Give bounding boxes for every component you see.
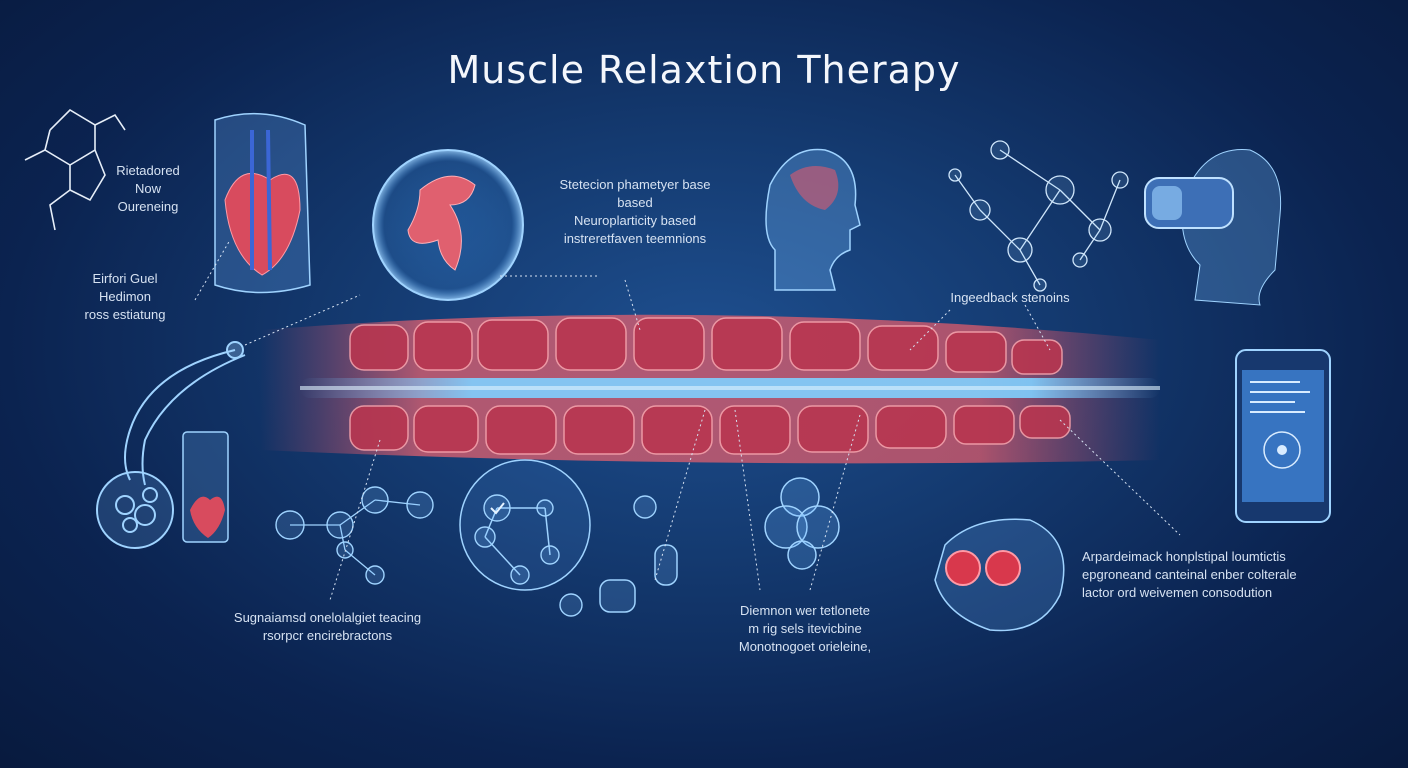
label-line: Neuroplarticity based (573, 213, 697, 228)
label-line: based (617, 195, 653, 210)
molecule-icon (24, 108, 126, 231)
label-line: Diemnon wer tetlonete (739, 603, 871, 618)
label-effect: Eirfori Guel Hedimon ross estiatung (65, 270, 185, 324)
heart-eyes-icon (934, 518, 1065, 632)
page-title: Muscle Relaxtion Therapy (447, 48, 961, 92)
label-chemical: Rietadored Now Oureneing (98, 162, 198, 216)
check-node-icon (459, 459, 678, 617)
label-bottom-center: Diemnon wer tetlonete m rig sels itevicb… (715, 602, 895, 656)
label-bottom-left: Sugnaiamsd onelolalgiet teacing rsorpcr … (205, 609, 450, 645)
torso-heart-icon (214, 112, 311, 294)
smartphone-icon (1235, 349, 1331, 523)
network-nodes-icon (275, 486, 434, 585)
leader-lines (194, 239, 1181, 601)
label-line: Now (134, 181, 161, 196)
label-line: Hedimon (98, 289, 152, 304)
label-line: Rietadored (116, 163, 180, 178)
label-line: instreretfaven teemnions (563, 231, 707, 246)
label-line: epgroneand canteinal enber colterale (1082, 567, 1297, 582)
cell-division-icon (764, 477, 840, 570)
catheter-icon (96, 341, 246, 549)
test-tube-heart-icon (182, 431, 229, 543)
label-line: Arpardeimack honplstipal loumtictis (1082, 549, 1286, 564)
label-bottom-right: Arpardeimack honplstipal loumtictis epgr… (1082, 548, 1362, 602)
label-line: Sugnaiamsd onelolalgiet teacing (233, 610, 422, 625)
neural-network-icon (948, 140, 1129, 292)
label-line: Ingeedback stenoins (950, 290, 1070, 305)
label-line: lactor ord weivemen consodution (1082, 585, 1273, 600)
vr-headset-icon (1144, 149, 1282, 306)
label-line: m rig sels itevicbine (748, 621, 862, 636)
label-neuroplasticity: Stetecion phametyer base based Neuroplar… (530, 176, 740, 248)
label-line: Eirfori Guel (92, 271, 158, 286)
label-line: Oureneing (117, 199, 179, 214)
label-line: Monotnogoet orieleine, (738, 639, 872, 654)
brain-sphere-icon (372, 149, 524, 301)
label-feedback: Ingeedback stenoins (930, 289, 1090, 307)
muscle-tissue-band (260, 314, 1160, 464)
label-line: rsorpcr encirebractons (262, 628, 393, 643)
label-line: Stetecion phametyer base (559, 177, 711, 192)
head-profile-icon (765, 148, 861, 291)
label-line: ross estiatung (84, 307, 166, 322)
